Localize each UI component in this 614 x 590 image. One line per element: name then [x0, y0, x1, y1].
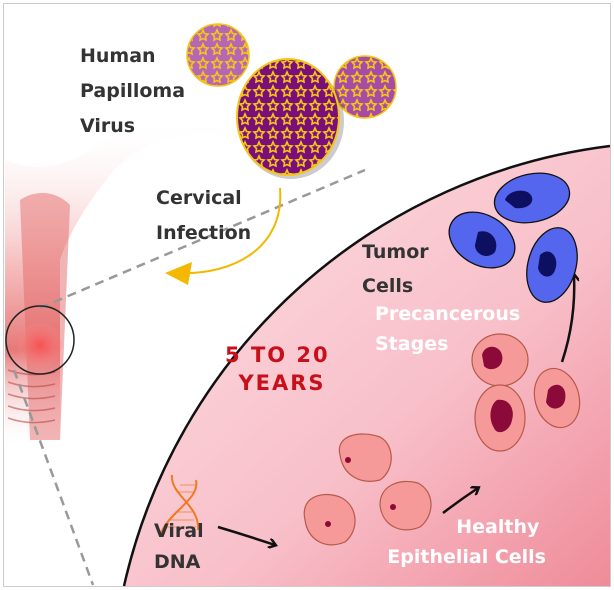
virus-large-icon: [236, 58, 344, 179]
healthy-cells: [303, 433, 432, 546]
hpv-virus-particles: [186, 23, 397, 179]
uterus-illustration: [5, 115, 225, 450]
infection-arrow: [165, 187, 282, 285]
zoom-focus-circle: [5, 305, 75, 375]
tumor-cell: [526, 227, 578, 303]
precancerous-cell: [533, 367, 581, 429]
healthy-cell: [379, 480, 432, 531]
label-hpv: Human Papilloma Virus: [80, 45, 192, 137]
arrow-precancerous-to-tumor: [560, 275, 574, 363]
arrow-dna-to-healthy: [217, 525, 275, 545]
precancerous-cells: [471, 333, 581, 452]
label-duration: 5 TO 20 YEARS: [225, 343, 339, 395]
tumor-cell: [448, 211, 516, 269]
label-tumor-cells: Tumor Cells: [362, 241, 435, 297]
healthy-cell: [303, 493, 356, 546]
virus-small-right-icon: [333, 55, 397, 119]
precancerous-cell: [474, 384, 526, 452]
precancerous-cell: [471, 333, 529, 387]
virus-small-left-icon: [186, 23, 250, 87]
healthy-cell: [338, 433, 392, 482]
tumor-cell: [493, 172, 571, 224]
zoom-line-bottom: [12, 369, 95, 586]
label-cervical-infection: Cervical Infection: [156, 187, 251, 244]
label-precancerous-stages: Precancerous Stages: [375, 303, 527, 355]
arrow-healthy-to-precancerous: [442, 488, 478, 514]
label-healthy-cells: Healthy Epithelial Cells: [387, 516, 546, 568]
tumor-cells: [448, 172, 578, 303]
label-viral-dna: Viral DNA: [154, 520, 210, 573]
viral-dna-icon: [159, 474, 200, 536]
